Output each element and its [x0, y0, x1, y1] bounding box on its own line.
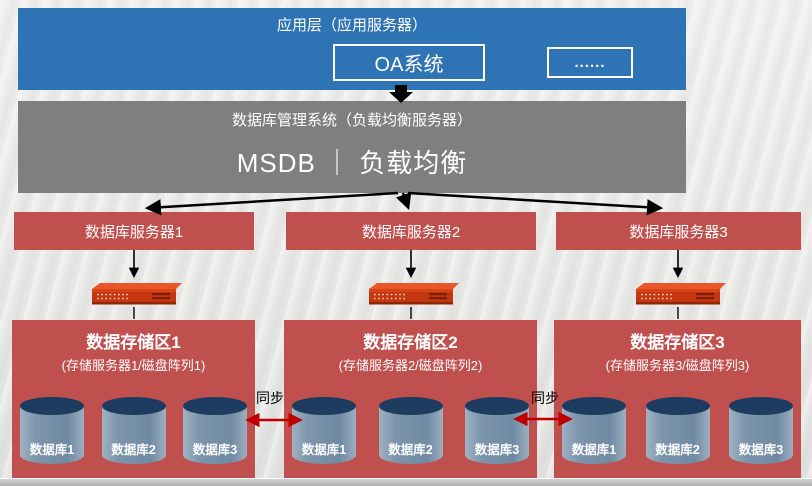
database-label: 数据库2	[655, 443, 700, 457]
database-label: 数据库1	[301, 443, 347, 457]
slide-bottom-edge	[0, 478, 812, 486]
database-label: 数据库2	[111, 443, 156, 457]
database-cylinder: 数据库1	[292, 397, 356, 464]
rack-server-icon	[86, 281, 182, 307]
database-cylinder-row: 数据库1 数据库2 数据库3	[554, 397, 801, 464]
database-cylinder: 数据库2	[645, 397, 710, 464]
ellipsis-node: ......	[547, 47, 633, 78]
storage-area-subtitle: (存储服务器1/磁盘阵列1)	[61, 358, 206, 373]
database-cylinder-row: 数据库1 数据库2 数据库3	[284, 397, 537, 464]
db-server-box-2: 数据库服务器2	[286, 212, 536, 250]
storage-area-1: 数据存储区1 (存储服务器1/磁盘阵列1) 数据库1 数据库2 数据库3	[12, 320, 255, 478]
application-layer-box: 应用层（应用服务器） OA系统 ......	[18, 8, 686, 90]
database-label: 数据库2	[388, 443, 433, 457]
database-label: 数据库3	[474, 443, 520, 457]
msdb-load-balance-label: MSDB ｜ 负载均衡	[236, 148, 468, 178]
storage-area-title: 数据存储区3	[630, 333, 725, 352]
database-label: 数据库1	[571, 443, 617, 457]
database-cylinder: 数据库3	[465, 397, 529, 464]
database-cylinder-row: 数据库1 数据库2 数据库3	[12, 397, 255, 464]
storage-area-subtitle: (存储服务器2/磁盘阵列2)	[338, 358, 483, 373]
storage-area-title: 数据存储区2	[363, 333, 458, 352]
dbms-layer-box: 数据库管理系统（负载均衡服务器） MSDB ｜ 负载均衡	[18, 101, 686, 193]
storage-area-3: 数据存储区3 (存储服务器3/磁盘阵列3) 数据库1 数据库2 数据库3	[554, 320, 801, 478]
database-cylinder: 数据库3	[183, 397, 247, 464]
database-cylinder: 数据库1	[20, 397, 84, 464]
database-label: 数据库3	[192, 443, 238, 457]
sync-label-2: 同步	[531, 390, 559, 406]
rack-server-icon	[363, 281, 459, 307]
rack-server-icon-graphic	[369, 283, 459, 305]
dbms-layer-title: 数据库管理系统（负载均衡服务器）	[231, 112, 472, 129]
database-label: 数据库3	[738, 443, 784, 457]
rack-server-icon	[630, 281, 726, 307]
arrow-dbms-to-server-2	[395, 192, 412, 211]
database-label: 数据库1	[29, 443, 75, 457]
arrow-dbms-to-server-1	[144, 191, 399, 216]
database-cylinder: 数据库3	[729, 397, 793, 464]
database-cylinder: 数据库1	[562, 397, 626, 464]
rack-server-icon-graphic	[92, 283, 182, 305]
storage-area-title: 数据存储区1	[86, 333, 181, 352]
rack-server-icon-graphic	[636, 283, 726, 305]
sync-label-1: 同步	[256, 390, 284, 406]
storage-area-subtitle: (存储服务器3/磁盘阵列3)	[605, 358, 750, 373]
application-layer-title: 应用层（应用服务器）	[276, 17, 427, 34]
database-cylinder: 数据库2	[101, 397, 166, 464]
arrow-dbms-to-server-3	[407, 191, 664, 216]
database-cylinder: 数据库2	[378, 397, 443, 464]
oa-system-node: OA系统	[333, 44, 485, 81]
storage-area-2: 数据存储区2 (存储服务器2/磁盘阵列2) 数据库1 数据库2 数据库3	[284, 320, 537, 478]
db-server-box-1: 数据库服务器1	[14, 212, 254, 250]
db-server-box-3: 数据库服务器3	[556, 212, 801, 250]
